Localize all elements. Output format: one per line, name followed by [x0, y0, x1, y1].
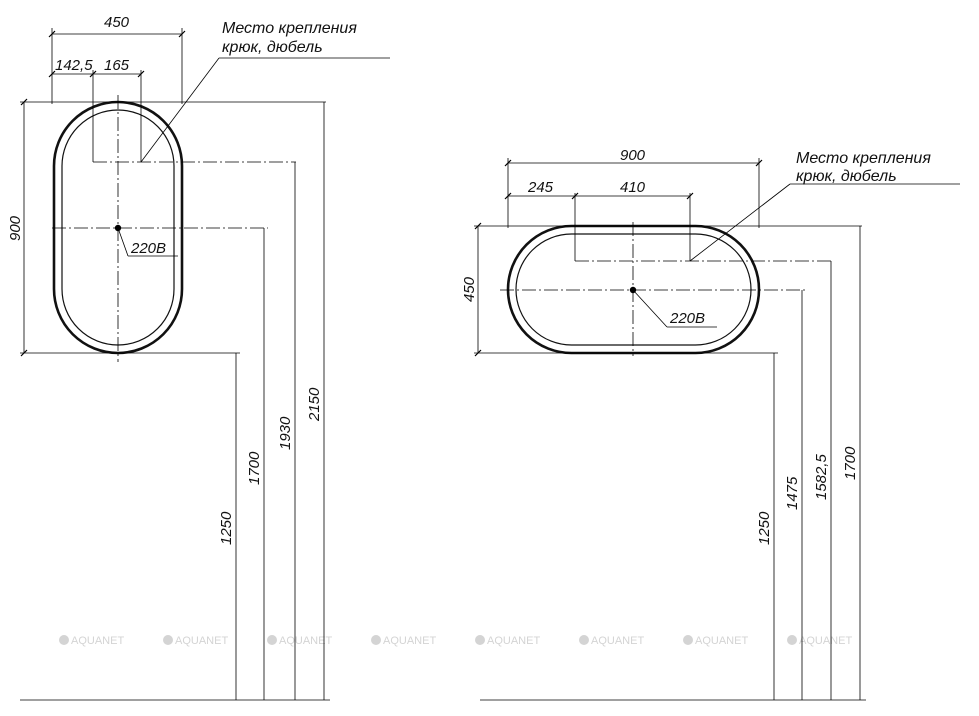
watermark-text: AQUANET	[383, 635, 436, 647]
watermark-text: AQUANET	[487, 635, 540, 647]
dimension-tick	[137, 70, 145, 78]
dimension-tick	[474, 222, 482, 230]
vertical-right-offset-label: 165	[104, 57, 130, 74]
horizontal-mirror-view: 900 245 410 450 Место крепления крюк, дю…	[461, 147, 960, 701]
vertical-power-label: 220В	[130, 240, 166, 257]
watermark-text: AQUANET	[591, 635, 644, 647]
vertical-left-offset-label: 142,5	[55, 57, 93, 74]
watermark-3: AQUANET	[267, 635, 332, 647]
mount-note-leader	[140, 57, 220, 163]
watermark-text: AQUANET	[71, 635, 124, 647]
horizontal-mount-note-line1: Место крепления	[796, 150, 931, 167]
horizontal-span-label: 410	[620, 179, 646, 196]
watermark-1: AQUANET	[59, 635, 124, 647]
horizontal-mirror-inner-frame	[515, 233, 752, 346]
vertical-floor-dim-1700: 1700	[246, 451, 263, 485]
dimension-tick	[504, 159, 512, 167]
dimension-tick	[89, 70, 97, 78]
vertical-floor-dim-1250: 1250	[218, 511, 235, 545]
watermark-4: AQUANET	[371, 635, 436, 647]
horizontal-mount-note-line2: крюк, дюбель	[796, 168, 897, 185]
watermark-7: AQUANET	[683, 635, 748, 647]
horizontal-floor-dim-1250: 1250	[756, 511, 773, 545]
dimension-tick	[20, 349, 28, 357]
dimension-tick	[48, 30, 56, 38]
horizontal-power-label: 220В	[669, 310, 705, 327]
power-leader	[632, 289, 668, 328]
vertical-width-label: 450	[104, 14, 130, 31]
horizontal-left-offset-label: 245	[527, 179, 554, 196]
watermark-text: AQUANET	[279, 635, 332, 647]
horizontal-floor-dim-1700: 1700	[842, 446, 859, 480]
power-leader	[117, 227, 129, 257]
vertical-mount-note-line1: Место крепления	[222, 20, 357, 37]
watermark-5: AQUANET	[475, 635, 540, 647]
mount-note-leader	[689, 183, 791, 262]
horizontal-height-label: 450	[461, 276, 478, 302]
dimension-tick	[474, 349, 482, 357]
dimension-tick	[504, 192, 512, 200]
dimension-ticks	[20, 30, 763, 357]
watermark-2: AQUANET	[163, 635, 228, 647]
watermark-6: AQUANET	[579, 635, 644, 647]
dimension-tick	[686, 192, 694, 200]
vertical-mount-note-line2: крюк, дюбель	[222, 39, 323, 56]
vertical-height-label: 900	[7, 215, 24, 241]
dimension-tick	[20, 98, 28, 106]
watermark-text: AQUANET	[799, 635, 852, 647]
vertical-floor-dim-2150: 2150	[306, 387, 323, 422]
vertical-floor-dim-1930: 1930	[277, 416, 294, 450]
dimension-tick	[48, 70, 56, 78]
vertical-mirror-view: 450 142,5 165 900 Место крепления крюк, …	[7, 14, 390, 701]
watermark-row: AQUANET AQUANET AQUANET AQUANET AQUANET …	[59, 635, 852, 647]
dimension-tick	[571, 192, 579, 200]
dimension-tick	[755, 159, 763, 167]
horizontal-floor-dim-1582-5: 1582,5	[813, 453, 830, 500]
dimension-tick	[178, 30, 186, 38]
watermark-8: AQUANET	[787, 635, 852, 647]
watermark-text: AQUANET	[695, 635, 748, 647]
horizontal-floor-dim-1475: 1475	[784, 476, 801, 510]
horizontal-width-label: 900	[620, 147, 646, 164]
watermark-text: AQUANET	[175, 635, 228, 647]
